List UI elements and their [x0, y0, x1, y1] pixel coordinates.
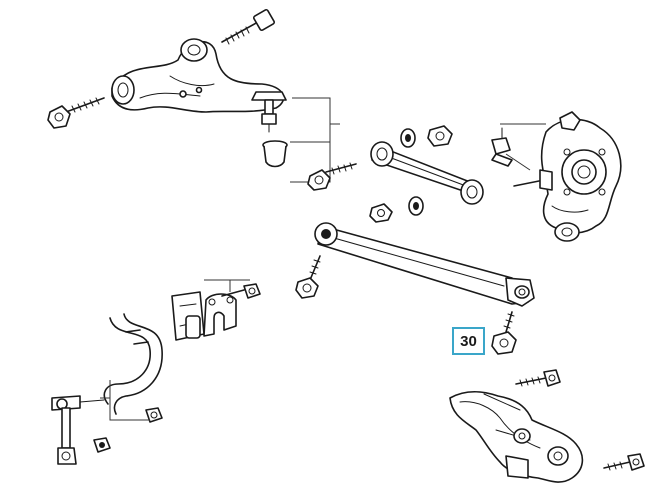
bolt-upper-arm-top	[221, 9, 275, 45]
bolt-upper-arm-left	[47, 97, 105, 129]
bushing-cup	[262, 140, 288, 168]
bolt-lower-arm-top	[515, 369, 561, 387]
knuckle-bolt-small	[491, 127, 513, 167]
stabilizer-bushing	[171, 291, 205, 341]
stabilizer-bar	[103, 313, 163, 415]
washer-upper-link-1	[400, 128, 416, 148]
bolt-lower-link	[295, 255, 321, 299]
stabilizer-holder	[203, 293, 237, 337]
upper-control-arm	[111, 38, 287, 133]
bolt-lower-arm-right	[603, 453, 645, 471]
stabilizer-nut-1	[145, 407, 163, 423]
bracket-line-holder	[204, 279, 250, 292]
upper-link	[370, 141, 484, 205]
knuckle-assembly	[540, 111, 622, 242]
bolt-holder	[221, 283, 261, 299]
stabilizer-nut-2	[93, 437, 111, 453]
part-number-label: 30	[460, 332, 477, 350]
nut-upper-link-2	[369, 203, 393, 223]
nut-upper-link-1	[427, 125, 453, 147]
bolt-upper-link	[307, 162, 357, 191]
lower-link	[314, 222, 535, 307]
bolt-30	[491, 311, 517, 355]
knuckle-stud	[513, 169, 553, 191]
part-number-callout[interactable]: 30	[452, 327, 485, 355]
lower-arm	[449, 390, 584, 483]
stabilizer-link	[51, 395, 105, 465]
bracket-line-link	[100, 380, 150, 421]
bracket-line-knuckle	[500, 123, 546, 171]
washer-upper-link-2	[408, 196, 424, 216]
